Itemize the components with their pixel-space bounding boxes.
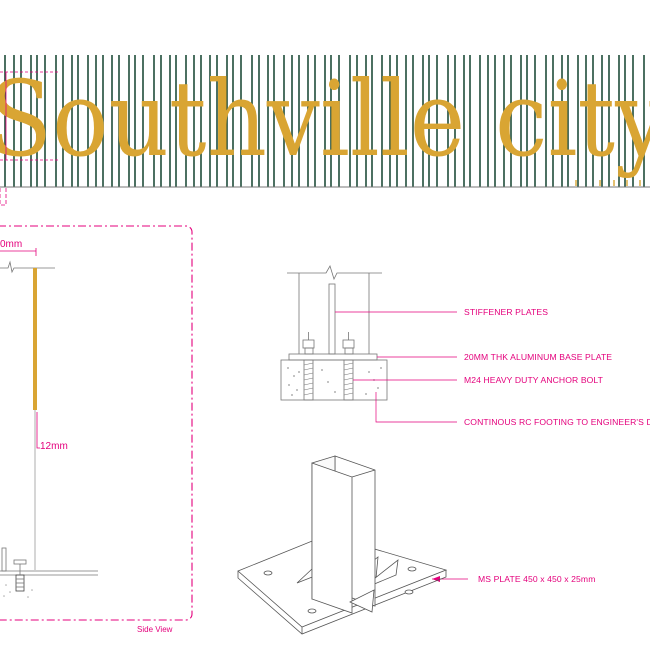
footing-aggregate [287, 367, 382, 396]
post-elevation [33, 268, 37, 410]
side-view-frame [0, 225, 193, 621]
anchor-bolt-threads [303, 362, 354, 396]
side-footing-hatch [3, 584, 33, 598]
sign-lettering: Southville city [0, 58, 650, 180]
side-view-caption: Side View [137, 625, 173, 634]
base-ticks [575, 180, 641, 186]
sign-slats [4, 55, 645, 187]
anchor-bolt-label: M24 HEAVY DUTY ANCHOR BOLT [464, 375, 604, 385]
isometric-base-plate [237, 455, 448, 635]
sign-height-dimension [0, 71, 60, 206]
sign-elevation: Southville city [0, 55, 650, 206]
thickness-dimension-text: 12mm [40, 441, 68, 452]
base-plate-label: 20MM THK ALUMINUM BASE PLATE [464, 352, 613, 362]
side-base-assembly [0, 547, 98, 592]
stiffener-plates-label: STIFFENER PLATES [464, 307, 549, 317]
ms-plate-label: MS PLATE 450 x 450 x 25mm [478, 574, 596, 584]
footing-label: CONTINOUS RC FOOTING TO ENGINEER'S DESIG… [464, 417, 650, 427]
side-view [0, 225, 193, 621]
top-dimension-text: 0mm [0, 239, 23, 250]
break-line [0, 260, 55, 274]
